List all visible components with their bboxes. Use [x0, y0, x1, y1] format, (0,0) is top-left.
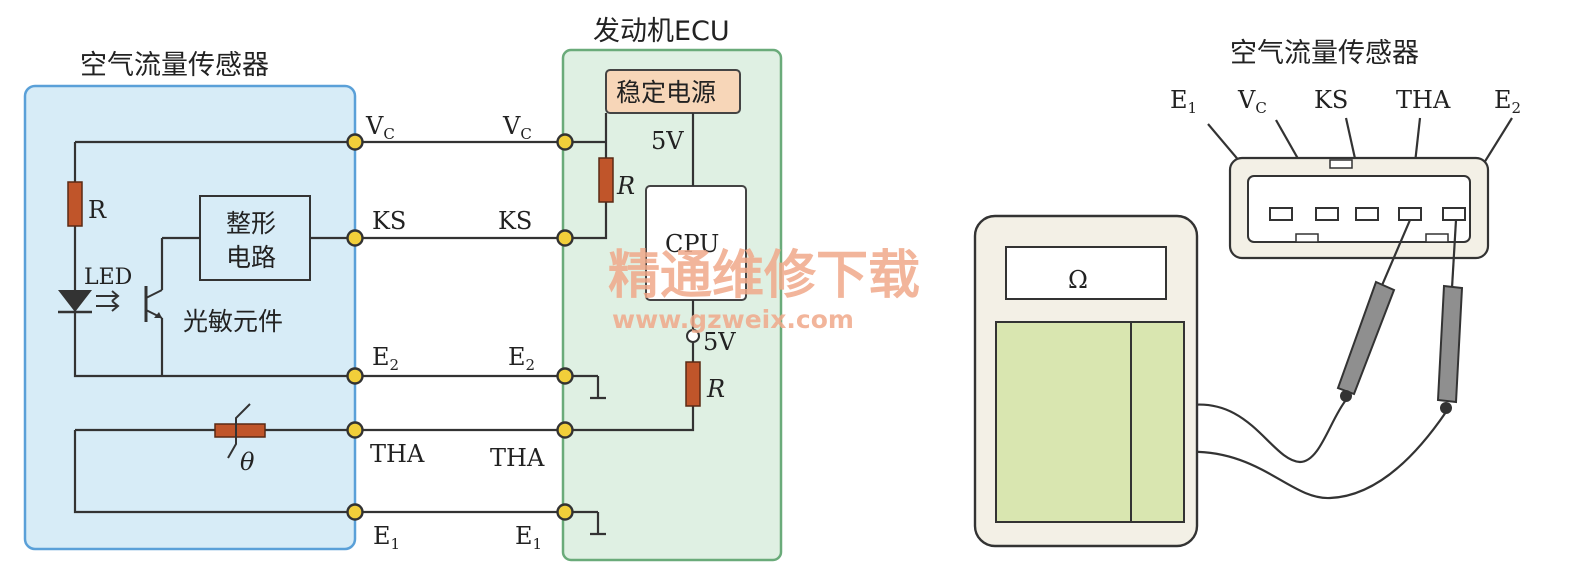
led-label: LED [84, 265, 132, 290]
pin-ks [1355, 207, 1379, 221]
probe-tip-e2 [1450, 219, 1458, 289]
terminal-sensor-vc [346, 133, 364, 151]
shaping-circuit-box [199, 195, 311, 281]
watermark-url: www.gzweix.com [612, 305, 854, 334]
led-icon [58, 290, 92, 312]
terminal-sensor-e2 [346, 367, 364, 385]
connector-key-bottom-left [1295, 233, 1319, 243]
resistor-sensor [67, 181, 83, 227]
multimeter-display [1005, 246, 1167, 300]
terminal-ecu-e2 [556, 367, 574, 385]
wire-e2 [73, 226, 565, 378]
sensor-title: 空气流量传感器 [80, 50, 269, 81]
test-lead-1 [1183, 399, 1347, 464]
pin-e1 [1269, 207, 1293, 221]
thermistor-slash [227, 403, 251, 459]
multimeter-panel [995, 321, 1185, 523]
shaping-circuit-line1: 整形 [226, 209, 276, 238]
probe-e2-icon [1436, 284, 1464, 414]
test-lead-2 [1183, 411, 1447, 500]
terminal-ecu-e1 [556, 503, 574, 521]
resistor-ecu-top [598, 157, 614, 203]
wire-ecu-vc [565, 113, 608, 158]
label-sensor-e2: E2 [372, 343, 399, 374]
wire-e1 [73, 430, 565, 514]
connector-key-top [1329, 159, 1353, 169]
theta-label: θ [240, 448, 255, 476]
pin-label-tha: THA [1396, 86, 1451, 114]
terminal-sensor-e1 [346, 503, 364, 521]
photo-element-label: 光敏元件 [183, 307, 283, 336]
wire-tha [75, 404, 695, 432]
pin-label-ks: KS [1314, 86, 1348, 114]
watermark-text: 精通维修下载 [608, 246, 920, 306]
probe-tha-icon [1336, 280, 1396, 402]
pin-label-e2: E2 [1494, 86, 1521, 117]
label-ecu-ks: KS [498, 207, 532, 235]
terminal-sensor-tha [346, 421, 364, 439]
cpu-label: CPU [665, 230, 719, 258]
label-ecu-vc: VC [502, 112, 532, 143]
voltage-top-label: 5V [651, 127, 684, 155]
ecu-panel [561, 48, 783, 562]
label-sensor-tha: THA [370, 440, 425, 468]
light-rays-icon [96, 290, 120, 312]
ecu-title: 发动机ECU [593, 16, 730, 47]
pin-tha [1398, 207, 1422, 221]
label-sensor-e1: E1 [373, 522, 400, 553]
resistor-sensor-label: R [88, 196, 107, 224]
resistor-ecu-top-label: R [616, 172, 635, 200]
shaping-circuit-line2: 电路 [226, 243, 276, 272]
label-sensor-vc: VC [365, 112, 395, 143]
terminal-ecu-ks [556, 229, 574, 247]
pin-label-e1: E1 [1170, 86, 1197, 117]
label-sensor-ks: KS [372, 207, 406, 235]
label-ecu-e1: E1 [515, 522, 542, 553]
wire-ecu-ks [565, 202, 608, 240]
connector-title: 空气流量传感器 [1230, 38, 1419, 69]
power-supply-box [605, 69, 741, 114]
ohm-symbol: Ω [1068, 266, 1088, 294]
resistor-ecu-bottom-label: R [706, 375, 725, 403]
connector-key-bottom-right [1425, 233, 1449, 243]
power-supply-label: 稳定电源 [616, 78, 716, 107]
terminal-ecu-vc [556, 133, 574, 151]
probe-tip-tha [1378, 219, 1412, 291]
terminal-ecu-tha [556, 421, 574, 439]
terminal-5v [686, 329, 700, 343]
pin-label-vc: VC [1237, 86, 1267, 117]
pin-vc [1315, 207, 1339, 221]
label-ecu-tha: THA [490, 444, 545, 472]
resistor-ecu-bottom [685, 361, 701, 407]
terminal-sensor-ks [346, 229, 364, 247]
cpu-box [645, 185, 747, 301]
label-ecu-e2: E2 [508, 343, 535, 374]
pin-e2 [1442, 207, 1466, 221]
voltage-mid-label: 5V [703, 328, 736, 356]
thermistor [214, 423, 266, 438]
